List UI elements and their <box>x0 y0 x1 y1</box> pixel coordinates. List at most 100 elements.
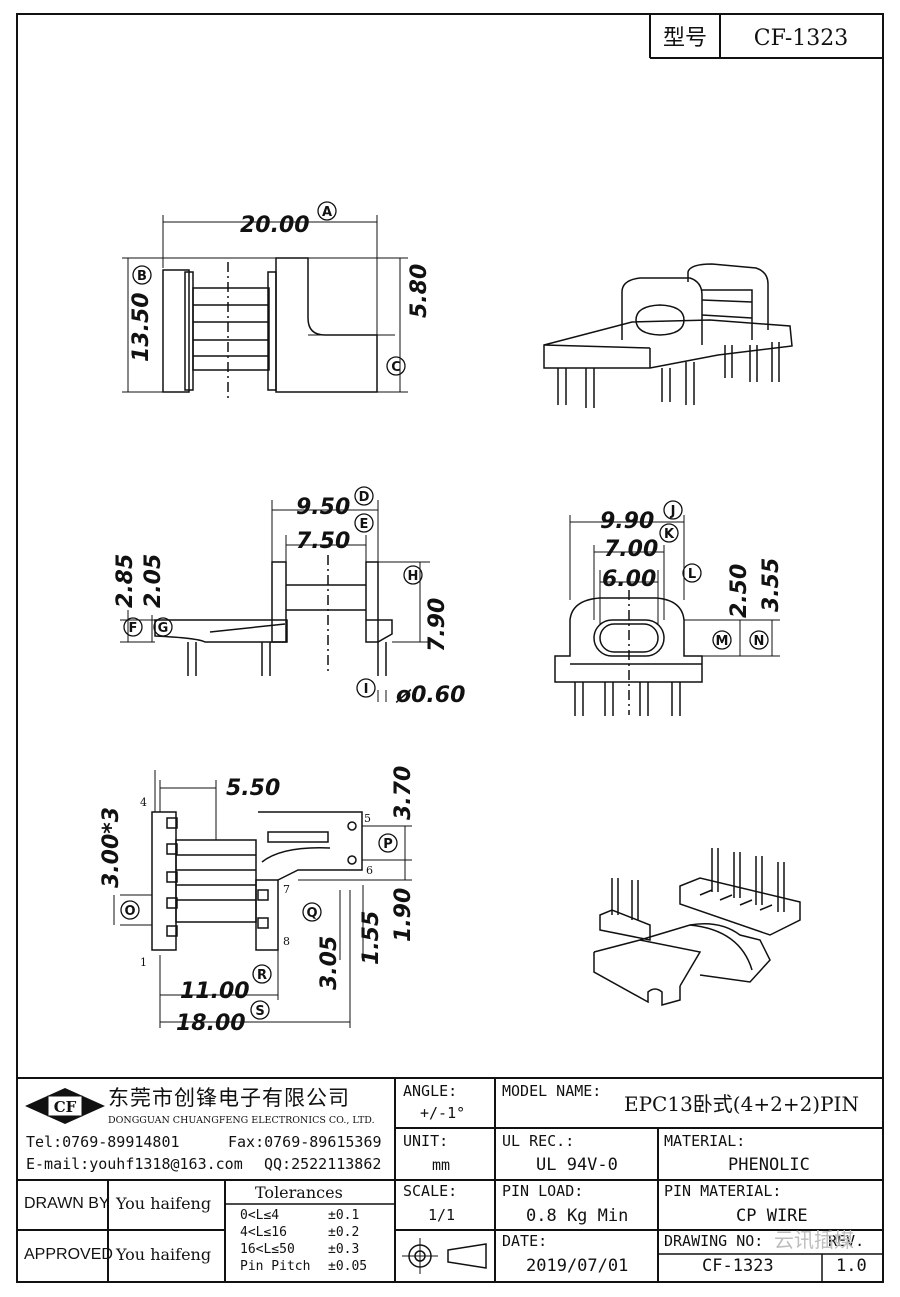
label-n-circle: N <box>749 630 769 650</box>
dim-h-value: 7.90 <box>425 598 450 652</box>
label-c-circle: C <box>386 356 406 376</box>
pin-load-value: 0.8 Kg Min <box>526 1206 629 1226</box>
tolerance-value: ±0.1 <box>328 1208 360 1223</box>
label-e-circle: E <box>354 513 374 533</box>
dim-l-value: 6.00 <box>602 567 656 592</box>
tolerance-row: 0<L≤4 ±0.1 <box>240 1209 392 1226</box>
dim-t-value: 3.05 <box>317 936 342 990</box>
pin-material-value: CP WIRE <box>736 1206 808 1226</box>
label-j-circle: J <box>663 500 683 520</box>
dim-b-value: 13.50 <box>129 292 154 362</box>
header-model-code: CF-1323 <box>754 26 849 51</box>
tolerance-value: ±0.2 <box>328 1225 360 1240</box>
dim-p-value: 5.50 <box>226 776 280 801</box>
dim-o-value: 3.00*3 <box>99 807 124 888</box>
label-e: E <box>360 517 369 532</box>
label-s: S <box>255 1004 264 1019</box>
drawn-by-label: DRAWN BY <box>24 1195 110 1212</box>
unit-label: UNIT: <box>403 1132 449 1150</box>
company-name-cn: 东莞市创锋电子有限公司 <box>108 1086 350 1110</box>
label-l-circle: L <box>682 563 702 583</box>
label-h-circle: H <box>403 565 423 585</box>
label-l: L <box>688 567 696 582</box>
side-view <box>120 500 430 702</box>
top-view <box>122 215 408 400</box>
company-logo: CF <box>25 1088 105 1124</box>
pin-label-8: 8 <box>283 935 290 948</box>
label-m-circle: M <box>712 630 732 650</box>
company-tel: Tel:0769-89914801 <box>26 1133 180 1151</box>
company-fax: Fax:0769-89615369 <box>228 1133 382 1151</box>
label-b-circle: B <box>132 265 152 285</box>
label-n: N <box>754 634 765 649</box>
logo-text: CF <box>54 1098 77 1116</box>
label-k-circle: K <box>659 523 679 543</box>
tolerance-range: 4<L≤16 <box>240 1225 287 1240</box>
tolerance-row: 4<L≤16 ±0.2 <box>240 1226 392 1243</box>
pin-load-label: PIN LOAD: <box>502 1182 584 1200</box>
iso-view-bottom <box>593 848 801 1006</box>
dim-c-value: 5.80 <box>407 264 432 318</box>
angle-label: ANGLE: <box>403 1082 458 1100</box>
label-m: M <box>716 634 729 649</box>
label-a: A <box>322 205 332 220</box>
pin-label-4: 4 <box>140 796 147 809</box>
label-r-circle: R <box>252 964 272 984</box>
ul-rec-value: UL 94V-0 <box>536 1155 618 1175</box>
ul-rec-label: UL REC.: <box>502 1132 575 1150</box>
label-o-circle: O <box>120 900 140 920</box>
dim-r-value: 11.00 <box>180 979 250 1004</box>
scale-value: 1/1 <box>428 1206 456 1224</box>
label-a-circle: A <box>317 201 337 221</box>
header-box <box>649 14 883 59</box>
watermark-text: 云讯插媒 <box>774 1228 854 1252</box>
dim-u-value: 1.55 <box>359 911 384 965</box>
material-value: PHENOLIC <box>728 1155 810 1175</box>
drawn-by-value: You haifeng <box>116 1194 212 1213</box>
label-o: O <box>124 904 135 919</box>
dim-d-value: 9.50 <box>296 495 350 520</box>
dim-e-value: 7.50 <box>296 529 350 554</box>
dim-m-value: 2.50 <box>727 564 752 618</box>
end-view <box>554 515 780 716</box>
pin-label-7: 7 <box>283 883 290 896</box>
angle-value: +/-1° <box>420 1104 466 1122</box>
dim-n-value: 3.55 <box>759 558 784 612</box>
label-b: B <box>137 269 147 284</box>
dim-i-value: ø0.60 <box>395 683 465 708</box>
pin-label-6: 6 <box>366 864 373 877</box>
dim-a-value: 20.00 <box>240 213 310 238</box>
tolerance-value: ±0.05 <box>328 1259 368 1274</box>
date-value: 2019/07/01 <box>526 1256 629 1276</box>
tolerance-range: 0<L≤4 <box>240 1208 280 1223</box>
tolerance-row: 16<L≤50 ±0.3 <box>240 1243 392 1260</box>
tolerance-row: Pin Pitch ±0.05 <box>240 1260 392 1277</box>
label-c: C <box>391 360 401 375</box>
label-k: K <box>664 527 675 542</box>
company-email: E-mail:youhf1318@163.com <box>26 1155 243 1173</box>
tolerance-table: 0<L≤4 ±0.1 4<L≤16 ±0.2 16<L≤50 ±0.3 Pin … <box>240 1209 392 1277</box>
label-f-circle: F <box>123 617 143 637</box>
label-d: D <box>359 490 370 505</box>
model-name-value: EPC13卧式(4+2+2)PIN <box>624 1092 859 1116</box>
pin-label-5: 5 <box>364 812 371 825</box>
tolerance-value: ±0.3 <box>328 1242 360 1257</box>
date-label: DATE: <box>502 1232 548 1250</box>
unit-value: mm <box>432 1156 451 1174</box>
label-g-circle: G <box>153 617 173 637</box>
label-s-circle: S <box>250 1000 270 1020</box>
dim-g-value: 2.05 <box>141 554 166 608</box>
approved-value: You haifeng <box>116 1245 212 1264</box>
label-i-circle: I <box>356 678 376 698</box>
company-qq: QQ:2522113862 <box>264 1155 382 1173</box>
tolerances-title: Tolerances <box>255 1183 343 1202</box>
material-label: MATERIAL: <box>664 1132 746 1150</box>
label-h: H <box>408 569 419 584</box>
label-q: Q <box>306 906 317 921</box>
scale-label: SCALE: <box>403 1182 458 1200</box>
label-j: J <box>670 504 676 519</box>
dim-q-value: 3.70 <box>391 766 416 820</box>
tolerance-range: Pin Pitch <box>240 1259 311 1274</box>
